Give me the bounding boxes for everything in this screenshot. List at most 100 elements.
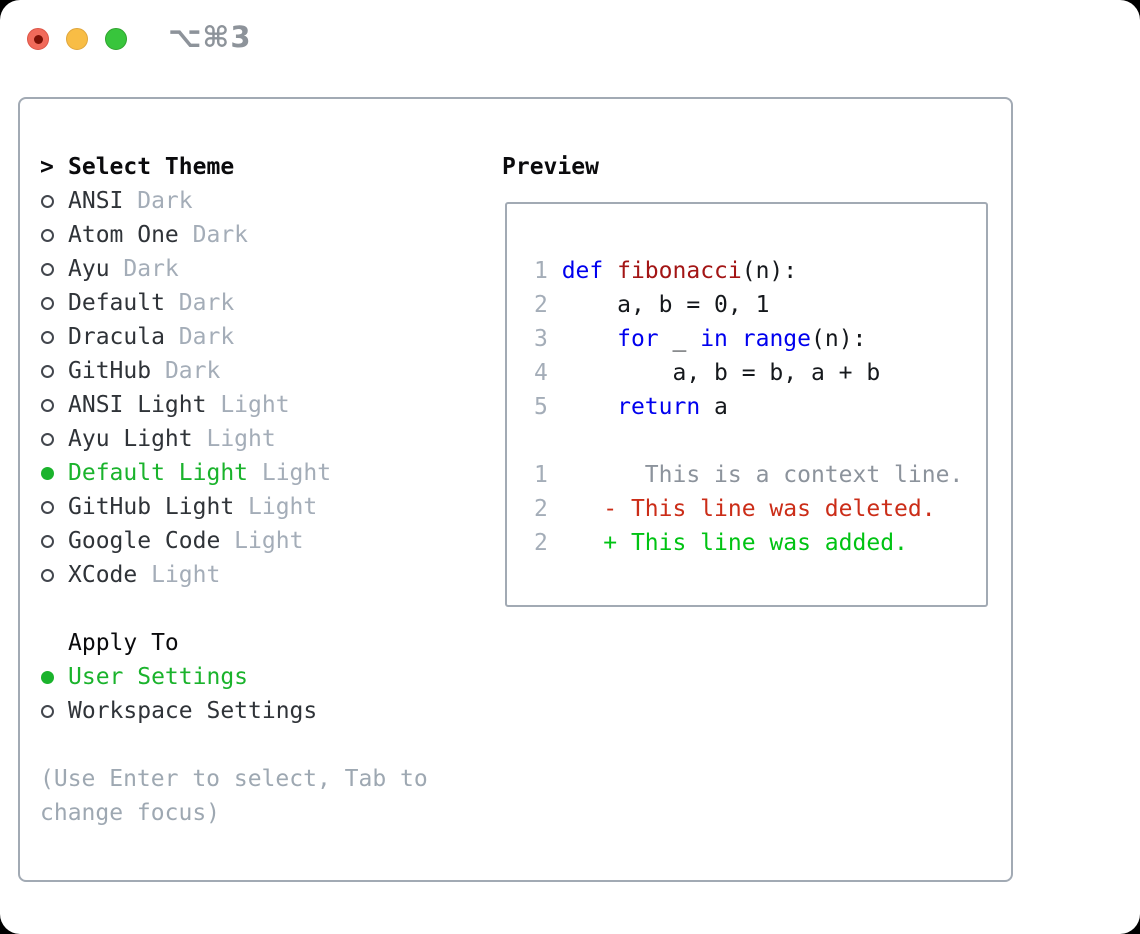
code-segment-plain: (n): (811, 326, 867, 352)
code-segment-function: fibonacci (617, 258, 742, 284)
close-button[interactable] (27, 28, 49, 50)
theme-variant: Light (206, 392, 290, 418)
theme-variant: Dark (109, 256, 179, 282)
apply-to-header-row: Apply To (40, 626, 317, 660)
code-segment-plain (562, 530, 604, 556)
window-controls (27, 28, 127, 50)
code-segment-plain (562, 496, 604, 522)
theme-name: Google Code (68, 528, 221, 554)
theme-variant: Dark (178, 222, 249, 248)
theme-list-title: Select Theme (68, 154, 235, 180)
theme-variant: Light (137, 562, 221, 588)
theme-option[interactable]: Ayu Dark (40, 252, 331, 286)
apply-to-title: Apply To (68, 630, 179, 656)
theme-name: Ayu (68, 256, 110, 282)
hint-line: (Use Enter to select, Tab to (40, 766, 428, 792)
code-segment-plain (562, 326, 617, 352)
theme-list-header: > Select Theme (40, 150, 331, 184)
code-segment-plain (603, 258, 617, 284)
theme-option[interactable]: Atom One Dark (40, 218, 331, 252)
minimize-button[interactable] (66, 28, 88, 50)
radio-icon (41, 398, 54, 412)
theme-name: Dracula (68, 324, 165, 350)
theme-name: XCode (68, 562, 138, 588)
line-number: 2 (534, 530, 562, 556)
code-line: 1 This is a context line. (534, 458, 963, 492)
line-number: 2 (534, 496, 562, 522)
code-line (534, 424, 963, 458)
code-segment-added: + This line was added. (603, 530, 908, 556)
radio-icon (41, 330, 54, 344)
line-number: 2 (534, 292, 562, 318)
line-number (534, 428, 562, 454)
theme-option[interactable]: Dracula Dark (40, 320, 331, 354)
radio-icon (41, 364, 54, 378)
radio-icon (41, 704, 54, 718)
theme-name: GitHub (68, 358, 152, 384)
apply-to-option[interactable]: Workspace Settings (40, 694, 317, 728)
radio-icon (41, 568, 54, 582)
theme-variant: Light (248, 460, 332, 486)
hint-line: change focus) (40, 800, 221, 826)
code-segment-keyword: range (741, 326, 811, 352)
radio-icon (41, 500, 54, 514)
cursor-marker: > (40, 154, 54, 180)
radio-icon (41, 432, 54, 446)
code-segment-plain (728, 326, 742, 352)
theme-variant: Light (234, 494, 318, 520)
theme-variant: Dark (164, 290, 235, 316)
code-line: 5 return a (534, 390, 963, 424)
line-number: 4 (534, 360, 562, 386)
preview-title: Preview (502, 154, 599, 180)
theme-variant: Dark (164, 324, 235, 350)
theme-variant: Dark (151, 358, 221, 384)
theme-variant: Light (192, 426, 276, 452)
line-number: 1 (534, 462, 562, 488)
theme-option[interactable]: Default Dark (40, 286, 331, 320)
theme-name: Default (68, 290, 165, 316)
code-line: 2 a, b = 0, 1 (534, 288, 963, 322)
code-segment-context: This is a context line. (561, 462, 964, 488)
theme-option[interactable]: Google Code Light (40, 524, 331, 558)
apply-to-label: User Settings (68, 664, 249, 690)
theme-option[interactable]: GitHub Light Light (40, 490, 331, 524)
code-segment-keyword: def (561, 258, 604, 284)
theme-variant: Light (220, 528, 304, 554)
line-number: 5 (534, 394, 562, 420)
theme-name: Atom One (68, 222, 179, 248)
theme-option[interactable]: Ayu Light Light (40, 422, 331, 456)
code-segment-plain: a, b = b, a + b (561, 360, 881, 386)
close-dot-icon (33, 34, 43, 44)
apply-to-option[interactable]: User Settings (40, 660, 317, 694)
theme-name: Default Light (68, 460, 249, 486)
code-segment-keyword: for (617, 326, 659, 352)
theme-variant: Dark (123, 188, 193, 214)
theme-option[interactable]: ANSI Dark (40, 184, 331, 218)
theme-option[interactable]: XCode Light (40, 558, 331, 592)
theme-option[interactable]: Default Light Light (40, 456, 331, 490)
code-segment-plain: a, b = 0, 1 (561, 292, 770, 318)
code-segment-deleted: - This line was deleted. (603, 496, 936, 522)
code-segment-keyword: in (700, 326, 728, 352)
code-segment-plain (562, 394, 617, 420)
line-number: 3 (534, 326, 562, 352)
theme-option[interactable]: ANSI Light Light (40, 388, 331, 422)
code-line: 2 - This line was deleted. (534, 492, 963, 526)
theme-option[interactable]: GitHub Dark (40, 354, 331, 388)
apply-to-label: Workspace Settings (68, 698, 318, 724)
hint-text: (Use Enter to select, Tab to change focu… (40, 762, 428, 830)
radio-icon (41, 534, 54, 548)
radio-icon (41, 228, 54, 242)
theme-name: ANSI Light (68, 392, 207, 418)
theme-name: ANSI (68, 188, 124, 214)
radio-icon (41, 296, 54, 310)
zoom-button[interactable] (105, 28, 127, 50)
code-line: 1 def fibonacci(n): (534, 254, 963, 288)
theme-name: GitHub Light (68, 494, 235, 520)
